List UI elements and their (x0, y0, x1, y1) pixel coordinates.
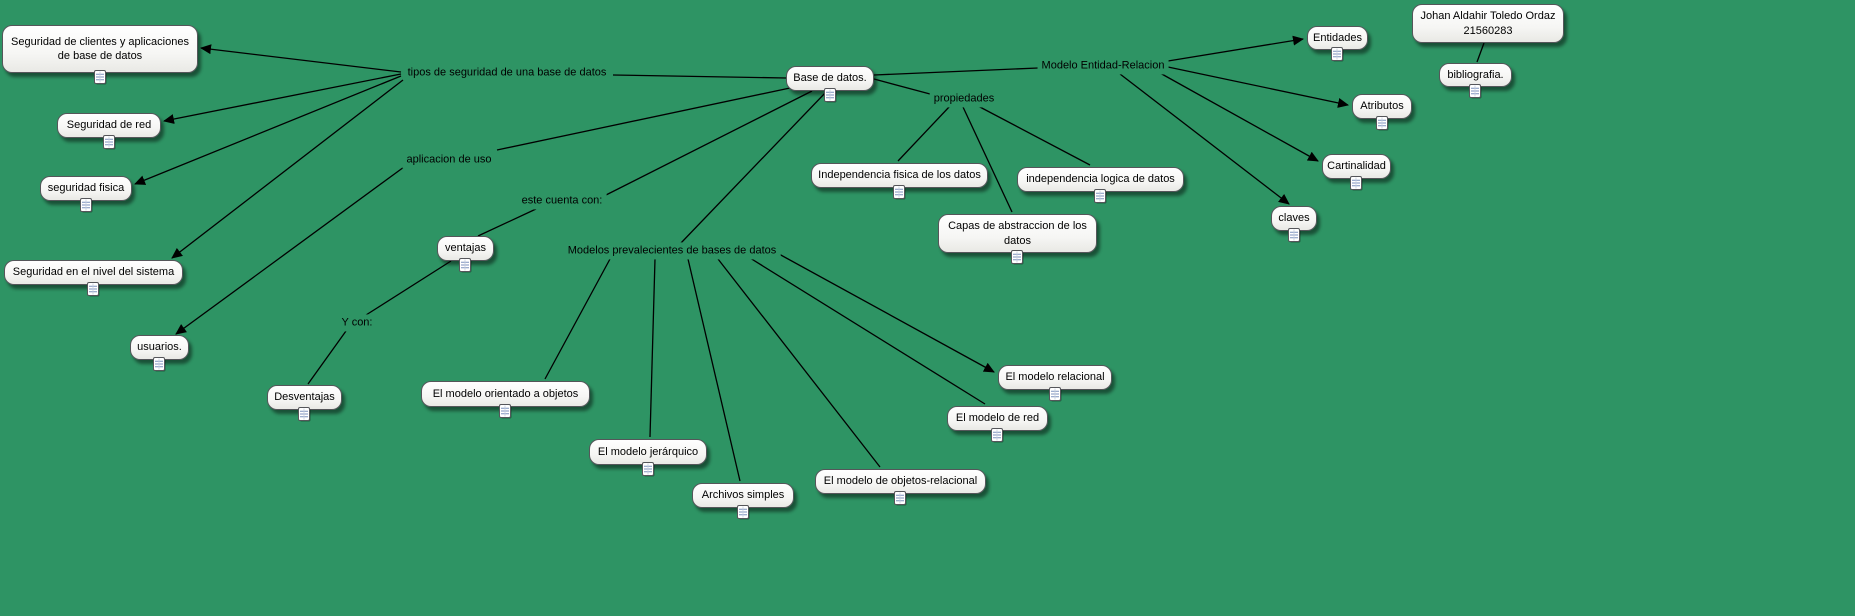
concept-node-modelo-objetos-relacional[interactable]: El modelo de objetos-relacional (815, 469, 986, 494)
concept-node-autor[interactable]: Johan Aldahir Toledo Ordaz 21560283 (1412, 4, 1564, 43)
concept-node-base-de-datos[interactable]: Base de datos. (786, 66, 874, 91)
concept-node-label: Seguridad de clientes y aplicaciones de … (11, 35, 189, 62)
concept-node-label: El modelo de red (955, 412, 1040, 425)
resource-link-icon[interactable] (1048, 387, 1062, 402)
concept-node-label: ventajas (445, 242, 486, 255)
concept-node-label: Archivos simples (701, 489, 785, 502)
concept-node-label: usuarios. (137, 341, 182, 354)
concept-node-modelo-jerarquico[interactable]: El modelo jerárquico (589, 439, 707, 465)
link-label-propiedades[interactable]: propiedades (929, 90, 999, 108)
concept-node-label: seguridad fisica (47, 182, 125, 195)
connector-modelos-prevalecientes-to-modelo-orientado-objetos (544, 258, 611, 380)
connector-propiedades-to-independencia-logica (977, 105, 1091, 166)
link-label-aplicacion-uso[interactable]: aplicacion de uso (402, 151, 496, 169)
connector-este-cuenta-con-to-ventajas (477, 208, 537, 237)
concept-node-label: Cartinalidad (1327, 160, 1386, 173)
concept-node-label: bibliografia. (1447, 68, 1504, 81)
connector-modelo-entidad-relacion-to-atributos (1167, 66, 1349, 108)
resource-link-icon[interactable] (459, 258, 472, 273)
connector-modelos-prevalecientes-to-modelo-de-red (749, 257, 986, 405)
resource-link-icon[interactable] (87, 282, 100, 297)
concept-node-label: Desventajas (274, 391, 335, 404)
connector-autor-to-bibliografia (1476, 42, 1485, 63)
link-label-modelo-entidad-relacion[interactable]: Modelo Entidad-Relacion (1037, 57, 1169, 75)
resource-link-icon[interactable] (991, 428, 1004, 443)
resource-link-icon[interactable] (1094, 189, 1107, 204)
connector-propiedades-to-capas-abstraccion (962, 106, 1013, 213)
connector-base-de-datos-to-tipos-seguridad (612, 74, 787, 79)
concept-node-label: Seguridad en el nivel del sistema (12, 266, 175, 279)
concept-node-label: Johan Aldahir Toledo Ordaz 21560283 (1420, 10, 1556, 37)
concept-node-label: El modelo de objetos-relacional (823, 475, 978, 488)
concept-node-independencia-fisica[interactable]: Independencia fisica de los datos (811, 163, 988, 188)
connector-tipos-seguridad-to-seguridad-nivel-sistema (171, 79, 404, 259)
concept-node-label: Capas de abstraccion de los datos (948, 220, 1087, 247)
connector-base-de-datos-to-modelos-prevalecientes (679, 90, 828, 245)
concept-node-cartinalidad[interactable]: Cartinalidad (1322, 154, 1391, 179)
connector-modelos-prevalecientes-to-modelo-objetos-relacional (717, 258, 881, 468)
connector-propiedades-to-independencia-fisica (897, 105, 951, 162)
concept-node-modelo-relacional[interactable]: El modelo relacional (998, 365, 1112, 390)
concept-node-label: Seguridad de red (66, 119, 152, 132)
connector-tipos-seguridad-to-seguridad-clientes (200, 44, 402, 73)
link-label-y-con[interactable]: Y con: (337, 314, 377, 332)
connector-modelos-prevalecientes-to-modelo-relacional (778, 253, 995, 373)
resource-link-icon[interactable] (1287, 228, 1301, 243)
concept-node-seguridad-nivel-sistema[interactable]: Seguridad en el nivel del sistema (4, 260, 183, 285)
connector-aplicacion-uso-to-usuarios (175, 166, 405, 335)
resource-link-icon[interactable] (499, 404, 512, 419)
concept-node-archivos-simples[interactable]: Archivos simples (692, 483, 794, 508)
connector-modelo-entidad-relacion-to-entidades (1167, 35, 1304, 62)
concept-node-label: Entidades (1313, 31, 1362, 44)
resource-link-icon[interactable] (102, 135, 116, 150)
concept-node-label: claves (1278, 212, 1310, 225)
connector-base-de-datos-to-este-cuenta-con (603, 90, 813, 197)
concept-node-seguridad-red[interactable]: Seguridad de red (57, 113, 161, 138)
resource-link-icon[interactable] (1011, 250, 1024, 265)
connector-modelos-prevalecientes-to-archivos-simples (687, 258, 741, 482)
concept-node-label: independencia logica de datos (1026, 173, 1175, 186)
resource-link-icon[interactable] (641, 462, 655, 477)
connector-base-de-datos-to-modelo-entidad-relacion (873, 67, 1039, 76)
resource-link-icon[interactable] (894, 491, 907, 506)
connector-y-con-to-desventajas (307, 330, 347, 385)
concept-node-label: El modelo jerárquico (597, 445, 699, 458)
resource-link-icon[interactable] (1469, 84, 1482, 99)
connector-base-de-datos-to-propiedades (873, 78, 931, 95)
concept-node-seguridad-clientes[interactable]: Seguridad de clientes y aplicaciones de … (2, 25, 198, 73)
concept-node-usuarios[interactable]: usuarios. (130, 335, 189, 360)
concept-node-label: Atributos (1360, 100, 1404, 113)
connector-ventajas-to-y-con (365, 260, 452, 316)
resource-link-icon[interactable] (1375, 116, 1389, 131)
resource-link-icon[interactable] (93, 70, 107, 85)
connector-base-de-datos-to-aplicacion-uso (496, 87, 791, 151)
resource-link-icon[interactable] (893, 185, 906, 200)
concept-node-label: Independencia fisica de los datos (818, 169, 981, 182)
connector-modelo-entidad-relacion-to-cartinalidad (1159, 72, 1319, 162)
concept-node-capas-abstraccion[interactable]: Capas de abstraccion de los datos (938, 214, 1097, 253)
connector-modelos-prevalecientes-to-modelo-jerarquico (649, 258, 656, 438)
resource-link-icon[interactable] (153, 357, 166, 372)
resource-link-icon[interactable] (823, 88, 837, 103)
resource-link-icon[interactable] (736, 505, 750, 520)
concept-node-label: El modelo relacional (1005, 371, 1105, 384)
resource-link-icon[interactable] (1350, 176, 1363, 191)
link-label-modelos-prevalecientes[interactable]: Modelos prevalecientes de bases de datos (563, 242, 781, 260)
link-label-tipos-seguridad[interactable]: tipos de seguridad de una base de datos (403, 64, 611, 82)
concept-node-label: El modelo orientado a objetos (432, 387, 579, 400)
concept-node-label: Base de datos. (793, 72, 867, 85)
connector-tipos-seguridad-to-seguridad-fisica (134, 75, 402, 185)
concept-node-independencia-logica[interactable]: independencia logica de datos (1017, 167, 1184, 192)
resource-link-icon[interactable] (79, 198, 93, 213)
concept-node-bibliografia[interactable]: bibliografia. (1439, 63, 1512, 87)
concept-node-claves[interactable]: claves (1271, 206, 1317, 231)
resource-link-icon[interactable] (298, 407, 311, 422)
link-label-este-cuenta-con[interactable]: este cuenta con: (517, 192, 607, 210)
connector-modelo-entidad-relacion-to-claves (1119, 73, 1290, 205)
connector-tipos-seguridad-to-seguridad-red (163, 73, 402, 124)
resource-link-icon[interactable] (1331, 47, 1344, 62)
